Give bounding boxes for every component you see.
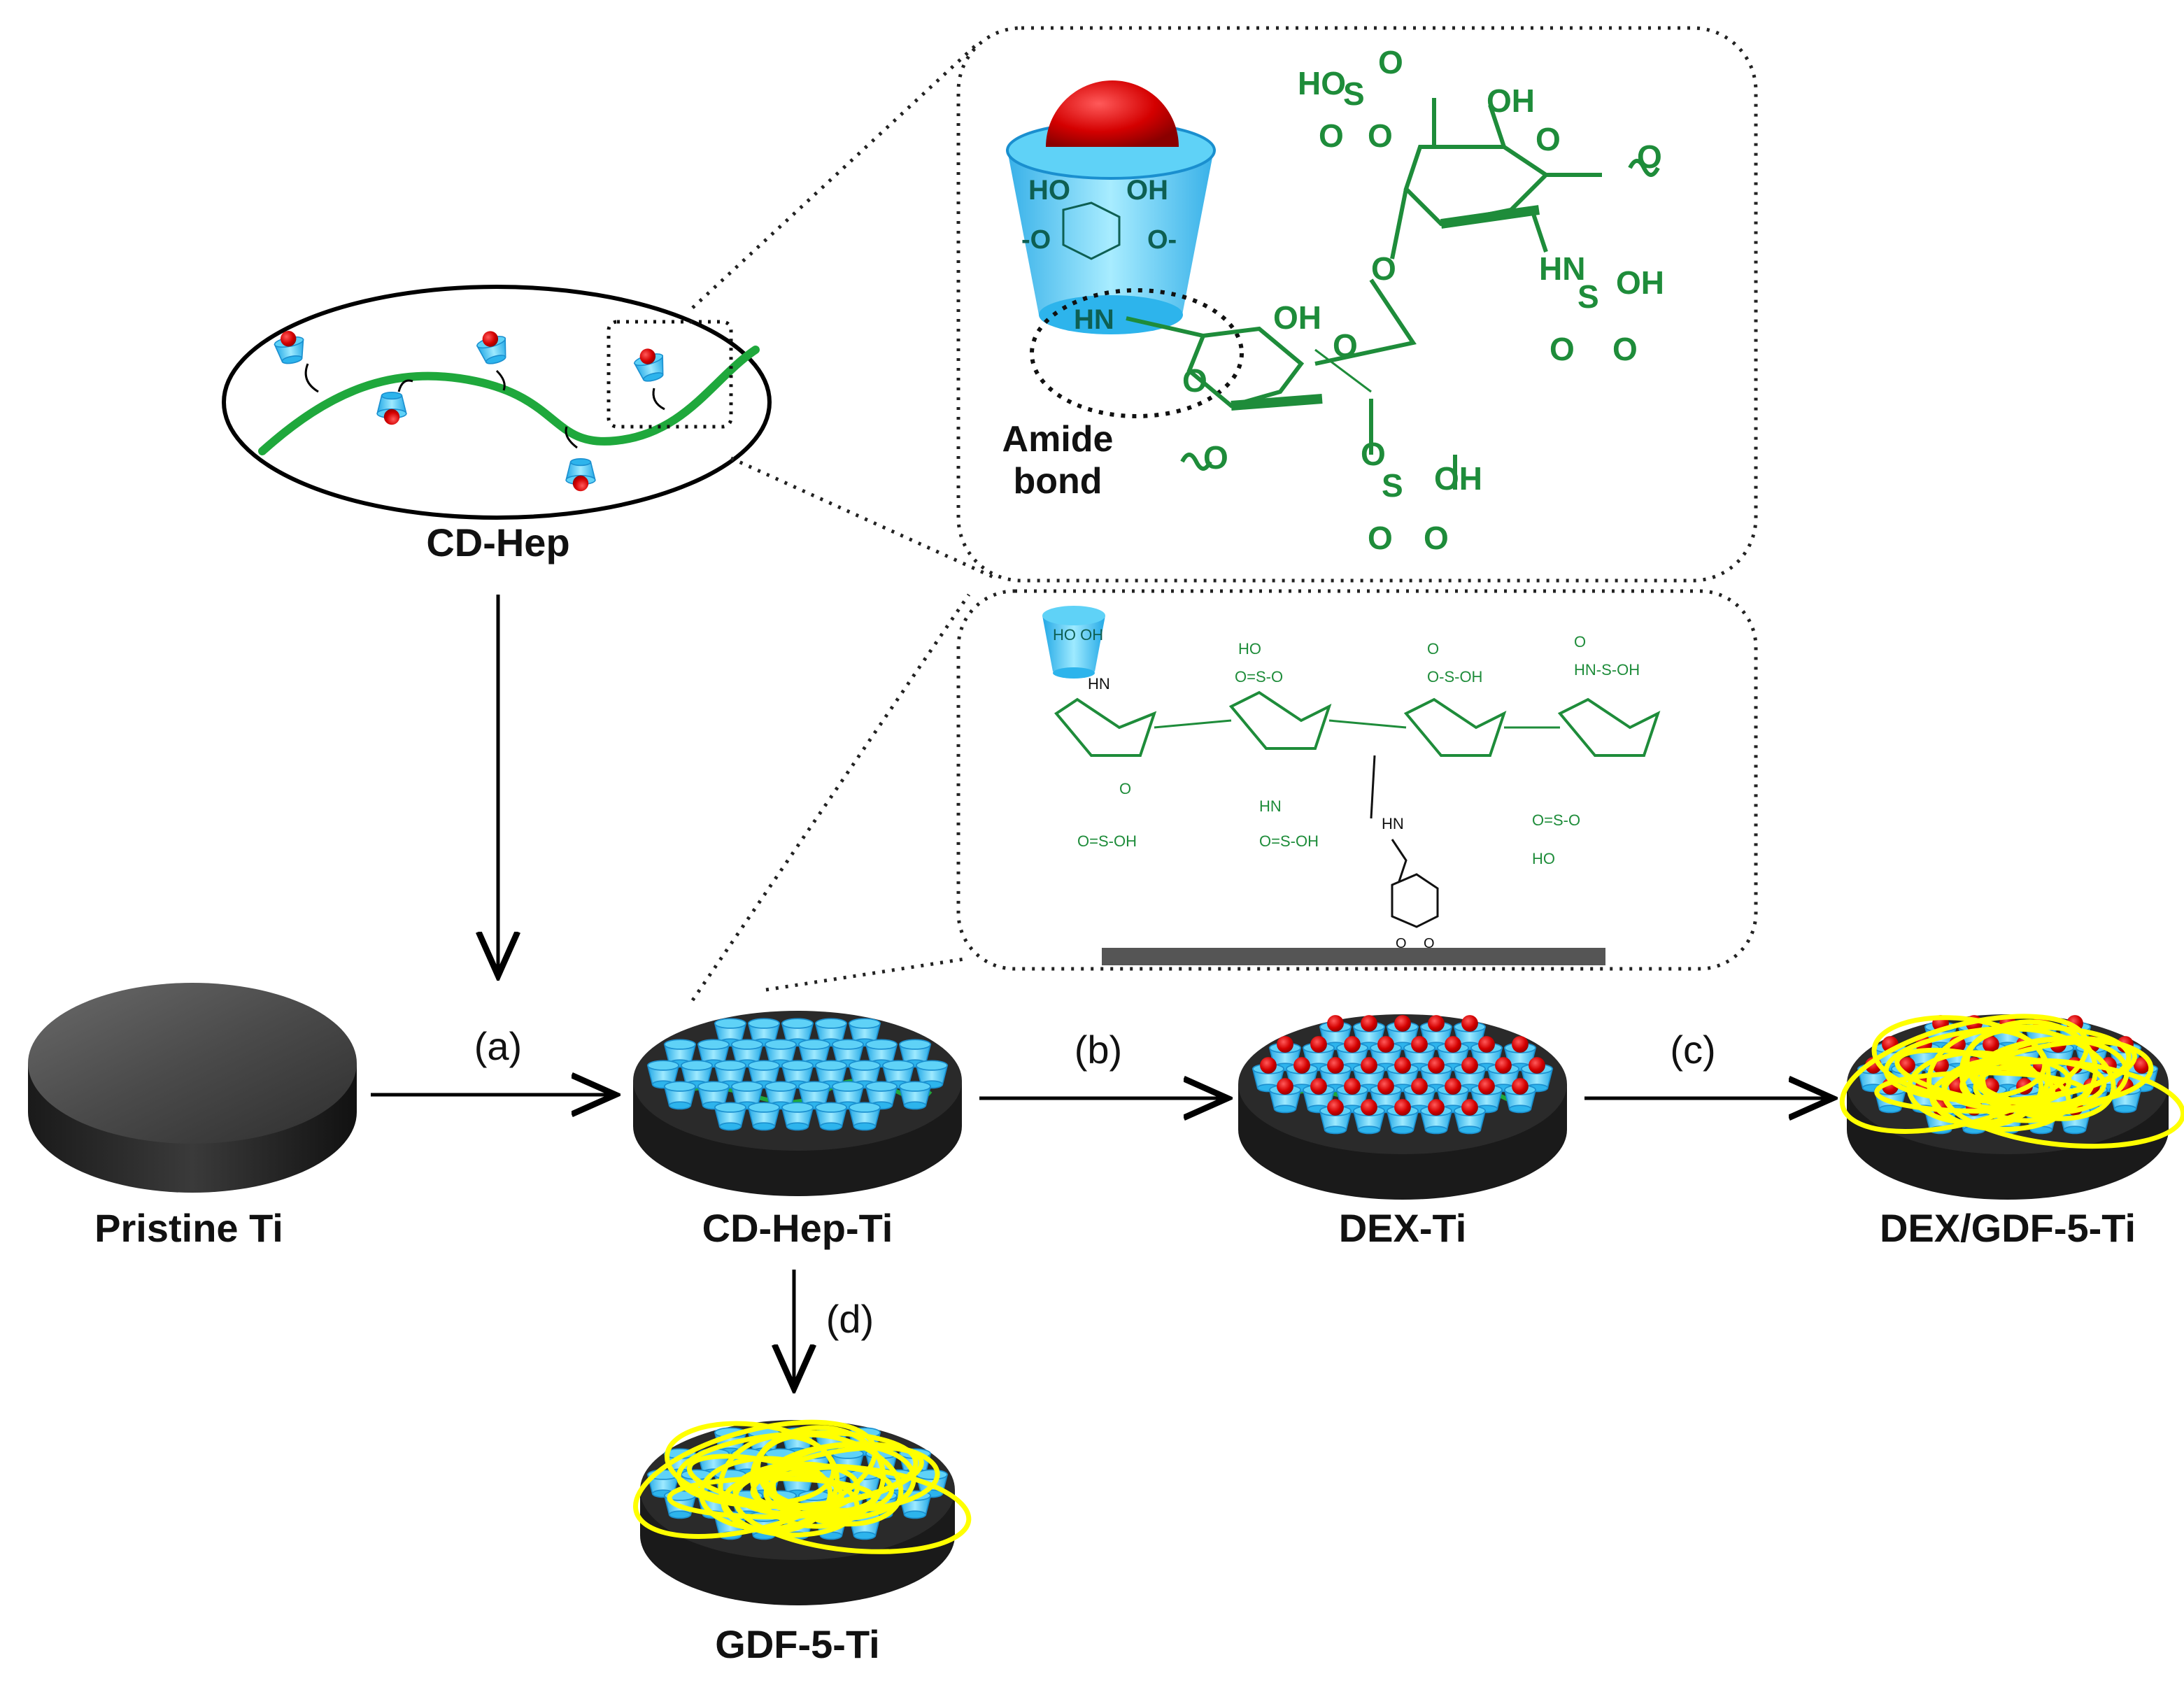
gdf5-fiber [750, 1444, 924, 1510]
gdf5-fiber [1964, 1026, 2116, 1121]
label-dex-ti: DEX-Ti [1339, 1206, 1467, 1250]
cyclodextrin-icon [714, 1102, 746, 1131]
heparin-structure [1126, 98, 1660, 490]
label-cd-hep-ti: CD-Hep-Ti [702, 1206, 893, 1250]
label-cd-hep: CD-Hep [426, 520, 569, 564]
cyclodextrin-detail: HO OH -O O- HN [1006, 80, 1216, 335]
cyclodextrin-icon [899, 1081, 931, 1110]
svg-text:S: S [1343, 76, 1365, 112]
cd-hep-ti-disc [633, 1011, 962, 1196]
gdf5-fiber [664, 1421, 837, 1506]
svg-text:-O: -O [1021, 225, 1051, 255]
svg-text:O: O [1182, 362, 1207, 399]
zoom-box-top [956, 26, 1758, 583]
gdf5-fiber [1941, 1058, 2184, 1149]
step-a: (a) [474, 1024, 522, 1068]
svg-text:O: O [1424, 520, 1449, 556]
svg-text:HN: HN [1259, 797, 1282, 815]
svg-text:O: O [1361, 436, 1386, 472]
svg-text:HO: HO [1238, 640, 1261, 658]
svg-text:O: O [1574, 633, 1586, 651]
svg-text:O=S-OH: O=S-OH [1259, 832, 1319, 850]
cyclodextrin-icon [748, 1102, 780, 1131]
gdf5-ti-disc [632, 1419, 972, 1605]
surface-bound-structure: HO OH HN HOO=S-O OO-S-OH OHN-S-OH O=S-OH… [1042, 606, 1661, 965]
svg-text:S: S [1382, 467, 1403, 504]
label-pristine-ti: Pristine Ti [94, 1206, 283, 1250]
svg-text:O: O [1378, 44, 1403, 80]
svg-text:O: O [1396, 936, 1407, 951]
step-b: (b) [1075, 1028, 1122, 1072]
svg-text:O: O [1424, 936, 1435, 951]
cyclodextrin-icon [664, 1081, 696, 1110]
label-dex-gdf5-ti: DEX/GDF-5-Ti [1880, 1206, 2136, 1250]
svg-text:O=S-O: O=S-O [1235, 668, 1283, 686]
svg-text:OH: OH [1616, 264, 1664, 301]
cyclodextrin-icon [849, 1102, 881, 1131]
heparin-chain [258, 346, 760, 455]
step-d: (d) [826, 1297, 874, 1341]
svg-text:O: O [1333, 327, 1358, 364]
svg-text:HN-S-OH: HN-S-OH [1574, 661, 1640, 679]
svg-text:HN: HN [1382, 815, 1404, 832]
gdf5-fiber [1959, 1039, 2137, 1104]
svg-text:HN: HN [1539, 250, 1585, 287]
gdf5-fiber-icon [1839, 1014, 2184, 1149]
gdf5-fiber [718, 1433, 840, 1535]
svg-text:O=S-OH: O=S-OH [1077, 832, 1137, 850]
gdf5-fiber [756, 1432, 904, 1527]
svg-text:HO OH: HO OH [1053, 626, 1103, 644]
svg-text:OH: OH [1273, 299, 1321, 336]
svg-text:O: O [1319, 118, 1344, 154]
cd-hep-ellipse [222, 285, 772, 520]
titanium-disc-icon [28, 983, 357, 1193]
svg-text:O: O [1427, 640, 1439, 658]
step-c: (c) [1670, 1028, 1715, 1072]
svg-text:O-S-OH: O-S-OH [1427, 668, 1482, 686]
svg-text:HN: HN [1088, 675, 1110, 693]
svg-text:O: O [1368, 118, 1393, 154]
svg-text:OH: OH [1434, 460, 1482, 497]
dex-gdf5-ti-disc [1839, 1014, 2184, 1200]
gdf5-fiber [667, 1476, 877, 1519]
svg-text:HO: HO [1028, 175, 1070, 206]
cd-hep-ellipse-group [222, 285, 772, 520]
dex-ti-disc [1238, 1014, 1567, 1200]
svg-text:O: O [1536, 121, 1561, 157]
svg-text:S: S [1577, 278, 1599, 315]
label-gdf5-ti: GDF-5-Ti [715, 1622, 879, 1666]
svg-text:HN: HN [1074, 304, 1114, 335]
gdf5-fiber [1927, 1028, 2051, 1129]
svg-text:O: O [1550, 331, 1575, 367]
titanium-surface-bar [1102, 948, 1605, 965]
svg-text:O: O [1371, 250, 1396, 287]
svg-text:O: O [1119, 780, 1131, 797]
svg-text:O: O [1203, 439, 1228, 476]
cyclodextrin-icon [781, 1102, 814, 1131]
svg-text:O=S-O: O=S-O [1532, 811, 1580, 829]
gdf5-fiber [732, 1463, 972, 1554]
zoom-box-bottom [956, 589, 1758, 971]
svg-text:HO: HO [1298, 65, 1346, 101]
gdf5-fiber [1874, 1070, 2088, 1114]
svg-text:O: O [1637, 139, 1662, 175]
svg-text:OH: OH [1126, 175, 1168, 206]
label-amide-line1: Amide [1002, 419, 1114, 460]
label-amide-line2: bond [1013, 461, 1102, 502]
svg-text:HO: HO [1532, 850, 1555, 867]
gdf5-fiber [1871, 1015, 2048, 1100]
svg-text:O: O [1368, 520, 1393, 556]
amide-highlight [1030, 288, 1244, 418]
gdf5-fiber-icon [632, 1419, 972, 1554]
svg-text:O: O [1612, 331, 1638, 367]
cyclodextrin-icon [815, 1102, 847, 1131]
svg-text:OH: OH [1487, 83, 1535, 119]
svg-text:O-: O- [1147, 225, 1177, 255]
selection-box [607, 320, 733, 429]
